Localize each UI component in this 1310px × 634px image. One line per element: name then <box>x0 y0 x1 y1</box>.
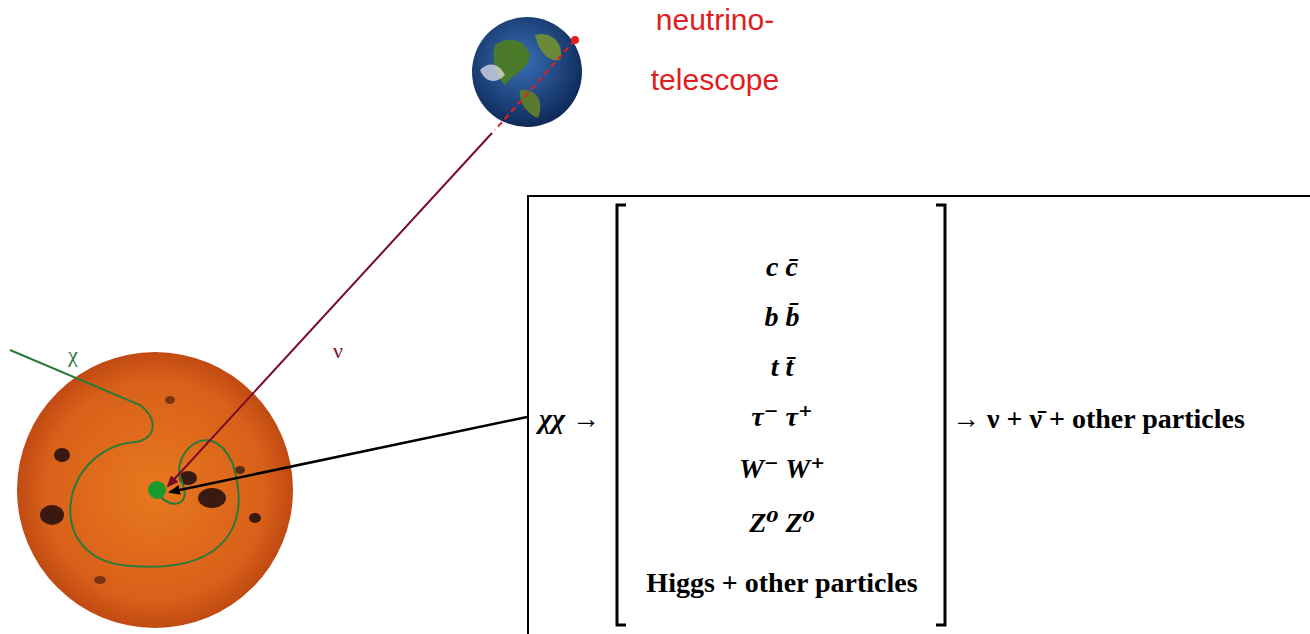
products: → ν + ν̄ + other particles <box>952 402 1245 436</box>
channel: W⁻ W⁺ <box>739 452 825 486</box>
neutrino-path <box>168 133 492 486</box>
neutrino-symbol: ν <box>333 338 363 364</box>
pointer-arrow <box>170 417 527 492</box>
telescope-axis <box>495 40 575 130</box>
channel: b b̄ <box>765 300 800 334</box>
wimp-path <box>10 350 239 567</box>
sun-core <box>148 481 166 499</box>
right-bracket <box>936 205 945 625</box>
channel: t t̄ <box>771 350 794 384</box>
reaction-box: χχ → c c̄ b b̄ t t̄ τ⁻ τ⁺ W⁻ W⁺ Z⁰ Z⁰ Higgs + o… <box>527 195 1310 634</box>
channel: Z⁰ Z⁰ <box>749 506 815 540</box>
channel: c c̄ <box>766 250 798 284</box>
reactants: χχ → <box>539 402 600 436</box>
telescope-label: neutrino- telescope <box>615 0 815 110</box>
left-bracket <box>617 205 626 625</box>
channel: τ⁻ τ⁺ <box>751 400 812 434</box>
sun <box>17 352 293 628</box>
earth <box>472 17 582 127</box>
telescope-dot <box>571 36 579 44</box>
wimp-symbol: χ <box>68 342 98 368</box>
channel: Higgs + other particles <box>646 566 917 600</box>
